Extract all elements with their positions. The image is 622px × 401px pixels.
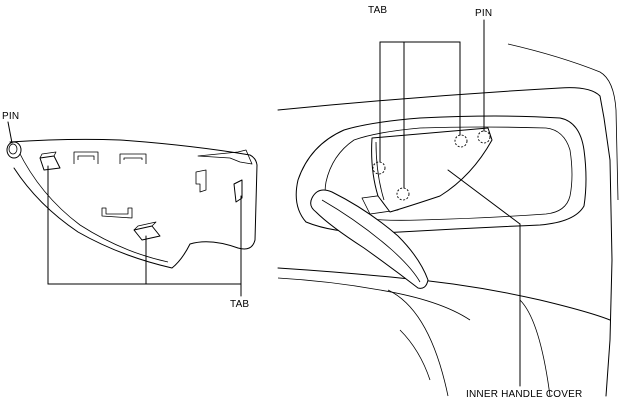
- tab-left-1: [39, 151, 61, 171]
- clip-lower: [101, 207, 133, 219]
- door-handle: [310, 189, 429, 289]
- detached-cover-part: [6, 138, 258, 269]
- tab-left-3: [133, 221, 161, 241]
- tab-marker-1: [372, 161, 386, 175]
- pin-marker: [477, 130, 491, 144]
- tab-left-2: [233, 179, 243, 203]
- rib-right: [197, 149, 253, 165]
- clip-vertical: [195, 169, 207, 193]
- pin-left: [6, 141, 22, 159]
- label-pin-left: PIN: [2, 111, 19, 122]
- label-inner-handle-cover: INNER HANDLE COVER: [466, 389, 582, 400]
- leader-lines-left: [7, 121, 242, 297]
- label-tab-right: TAB: [368, 5, 387, 16]
- label-tab-left: TAB: [230, 299, 249, 310]
- tab-marker-3: [454, 134, 468, 148]
- label-pin-right: PIN: [475, 8, 492, 19]
- clip-1: [73, 151, 99, 164]
- door-trim-scene: [277, 43, 619, 397]
- inner-handle-cover: [371, 127, 493, 213]
- clip-2: [119, 153, 147, 164]
- tab-marker-2: [396, 187, 410, 201]
- leader-lines-right: [379, 19, 521, 387]
